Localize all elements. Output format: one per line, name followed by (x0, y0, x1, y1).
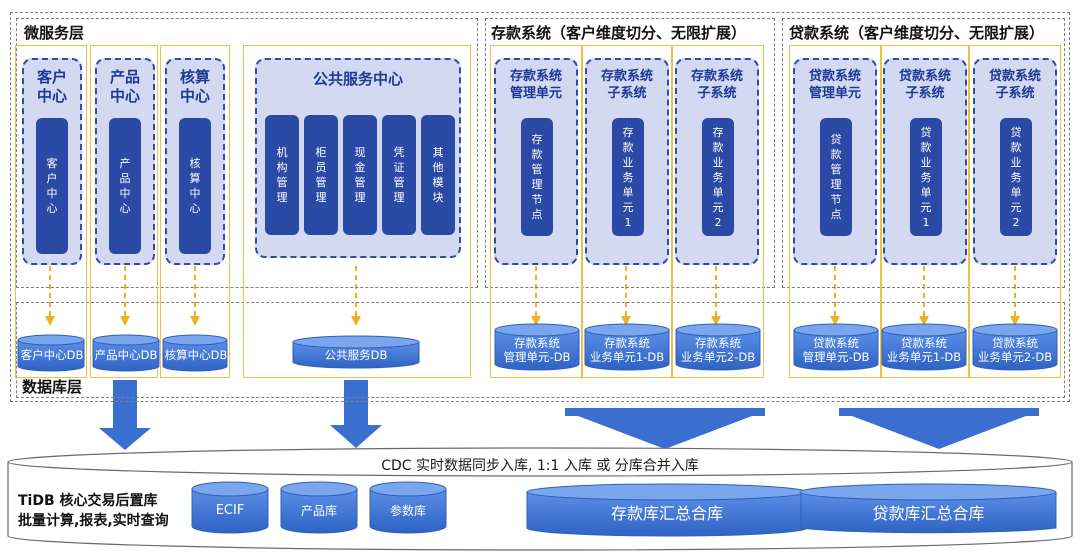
db-product-lib: 产品库 (300, 504, 337, 518)
column-loan-mgmt (789, 45, 881, 378)
column-customer (15, 45, 87, 378)
unit-title: 存款系统 子系统 (690, 69, 743, 101)
column-loan-sub2 (969, 45, 1061, 378)
db-loan-unit2: 贷款系统 业务单元2-DB (977, 336, 1053, 364)
db-loan-mgmt: 贷款系统 管理单元-DB (802, 336, 870, 364)
loan-sub-unit-2: 贷款系统 子系统 贷 款 业 务 单 元 2 (973, 58, 1057, 265)
loan-sub-unit-1: 贷款系统 子系统 贷 款 业 务 单 元 1 (883, 58, 967, 265)
public-center-title: 公共服务中心 (312, 70, 403, 88)
sync-arrows (99, 380, 1039, 450)
unit-module: 贷 款 业 务 单 元 2 (1000, 118, 1032, 236)
service-module: 客 户 中 心 (36, 118, 68, 254)
service-title: 核算 中心 (179, 68, 210, 105)
deposit-system-title: 存款系统（客户维度切分、无限扩展） (491, 24, 747, 42)
overall-region (10, 12, 1070, 402)
public-module: 机 构 管 理 (265, 115, 299, 235)
accounting-center-service: 核算 中心 核 算 中 心 (165, 58, 225, 265)
unit-title: 贷款系统 子系统 (988, 69, 1041, 101)
tidb-label-line1: TiDB 核心交易后置库 (18, 493, 158, 509)
column-deposit-sub2 (672, 45, 764, 378)
db-product: 产品中心DB (94, 348, 158, 362)
db-ecif: ECIF (215, 503, 245, 518)
column-deposit-sub1 (582, 45, 672, 378)
deposit-mgmt-unit: 存款系统 管理单元 存 款 管 理 节 点 (494, 58, 578, 265)
db-accounting: 核算中心DB (164, 348, 228, 362)
public-service-center: 公共服务中心 机 构 管 理 柜 员 管 理 现 金 管 理 凭 证 管 理 其… (255, 58, 461, 258)
cdc-sync-text: CDC 实时数据同步入库, 1:1 入库 或 分库合并入库 (381, 458, 699, 474)
unit-title: 存款系统 管理单元 (509, 69, 562, 101)
loan-mgmt-unit: 贷款系统 管理单元 贷 款 管 理 节 点 (793, 58, 877, 265)
unit-module: 存 款 管 理 节 点 (521, 118, 553, 236)
deposit-sub-unit-1: 存款系统 子系统 存 款 业 务 单 元 1 (585, 58, 669, 265)
db-public: 公共服务DB (324, 348, 388, 362)
column-deposit-mgmt (490, 45, 582, 378)
db-customer: 客户中心DB (20, 348, 84, 362)
service-title: 产品 中心 (109, 68, 140, 105)
column-product (90, 45, 158, 378)
microservice-region (16, 18, 478, 288)
unit-title: 存款系统 子系统 (600, 69, 653, 101)
db-deposit-unit1: 存款系统 业务单元1-DB (589, 336, 665, 364)
public-module: 柜 员 管 理 (304, 115, 338, 235)
public-module: 凭 证 管 理 (382, 115, 416, 235)
microservice-layer-label: 微服务层 (24, 24, 85, 42)
db-loan-unit1: 贷款系统 业务单元1-DB (886, 336, 962, 364)
tidb-label-line2: 批量计算,报表,实时查询 (18, 513, 169, 529)
db-param-lib: 参数库 (389, 504, 426, 518)
column-loan-sub1 (881, 45, 969, 378)
db-loan-summary: 贷款库汇总合库 (872, 504, 985, 523)
customer-center-service: 客户 中心 客 户 中 心 (22, 58, 82, 265)
public-module: 其 他 模 块 (421, 115, 455, 235)
database-region (16, 302, 1065, 398)
service-module: 核 算 中 心 (179, 118, 211, 254)
deposit-region (485, 18, 775, 288)
unit-module: 贷 款 业 务 单 元 1 (910, 118, 942, 236)
service-module: 产 品 中 心 (109, 118, 141, 254)
database-layer-label: 数据库层 (22, 378, 83, 396)
deposit-sub-unit-2: 存款系统 子系统 存 款 业 务 单 元 2 (675, 58, 759, 265)
product-center-service: 产品 中心 产 品 中 心 (95, 58, 155, 265)
unit-module: 贷 款 管 理 节 点 (820, 118, 852, 236)
db-deposit-unit2: 存款系统 业务单元2-DB (680, 336, 756, 364)
column-accounting (160, 45, 230, 378)
column-public (243, 45, 471, 378)
unit-title: 贷款系统 子系统 (898, 69, 951, 101)
loan-region (782, 18, 1065, 288)
unit-module: 存 款 业 务 单 元 2 (702, 118, 734, 236)
arrow-heads (45, 316, 1020, 326)
db-deposit-summary: 存款库汇总合库 (610, 504, 723, 523)
db-deposit-mgmt: 存款系统 管理单元-DB (503, 336, 571, 364)
loan-system-title: 贷款系统（客户维度切分、无限扩展） (789, 24, 1045, 42)
unit-module: 存 款 业 务 单 元 1 (612, 118, 644, 236)
unit-title: 贷款系统 管理单元 (808, 69, 861, 101)
service-title: 客户 中心 (36, 68, 67, 105)
public-module: 现 金 管 理 (343, 115, 377, 235)
